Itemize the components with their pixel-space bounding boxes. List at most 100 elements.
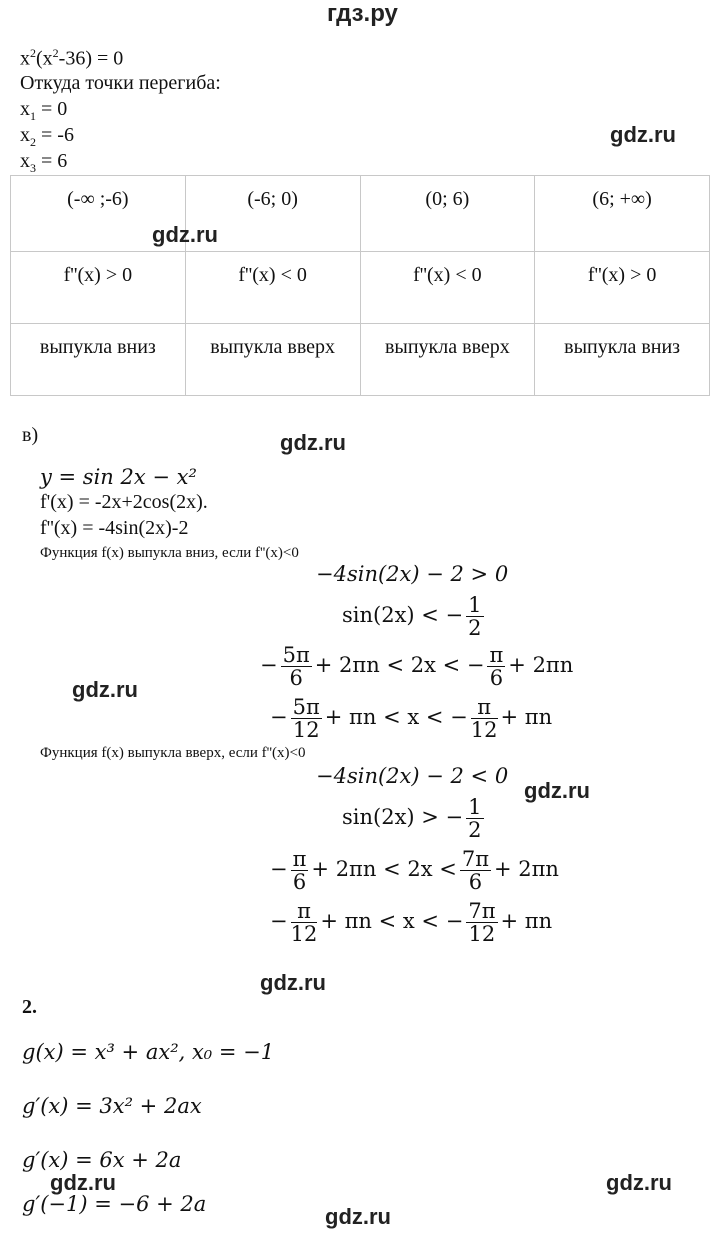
root-var: x [20, 98, 30, 120]
root-sub: 1 [30, 109, 36, 123]
eq-part-c: -36) = 0 [58, 47, 124, 70]
numerator: π [290, 847, 309, 871]
table-cell: f''(x) > 0 [534, 251, 710, 324]
table-cell: f''(x) < 0 [359, 251, 536, 324]
table-cell: (0; 6) [359, 175, 536, 252]
numerator: 7π [466, 899, 498, 923]
numerator: 5π [290, 695, 322, 719]
minus: − [260, 653, 278, 677]
minus: − [466, 653, 485, 677]
ineq-left: sin(2x) > − [342, 805, 464, 829]
g-second-derivative: g′(x) = 6x + 2a [22, 1148, 182, 1172]
table-cell: выпукла вниз [10, 323, 186, 396]
term: + πn [324, 705, 377, 729]
denominator: 2 [468, 616, 482, 640]
function-definition: y = sin 2x − x² [40, 465, 197, 489]
equation-line: x2(x2-36) = 0 [20, 46, 123, 71]
numerator: 1 [466, 795, 484, 819]
denominator: 12 [470, 718, 498, 742]
numerator: π [487, 643, 506, 667]
eq-part-b: (x [36, 47, 53, 70]
part-label: в) [22, 424, 39, 446]
numerator: 5π [280, 643, 312, 667]
convex-down-condition: Функция f(x) выпукла вниз, если f''(x)<0 [40, 545, 299, 561]
table-cell: f''(x) > 0 [10, 251, 186, 324]
minus: − [270, 705, 288, 729]
root-var: x [20, 150, 30, 172]
g-first-derivative: g′(x) = 3x² + 2ax [22, 1094, 202, 1118]
watermark: gdz.ru [524, 778, 590, 803]
root-sub: 3 [30, 161, 36, 175]
numerator: π [290, 900, 318, 923]
denominator: 6 [289, 666, 303, 690]
watermark: gdz.ru [280, 430, 346, 455]
table-cell: (6; +∞) [534, 175, 710, 252]
minus: − [450, 705, 468, 729]
watermark: gdz.ru [50, 1170, 116, 1195]
minus: − [270, 857, 288, 881]
denominator: 6 [489, 666, 504, 690]
watermark: gdz.ru [610, 122, 676, 147]
numerator: 7π [459, 847, 491, 871]
denominator: 2 [468, 818, 482, 842]
table-row: (-∞ ;-6) (-6; 0) (0; 6) (6; +∞) [10, 175, 710, 252]
term: < 2x < [383, 857, 457, 881]
watermark: gdz.ru [325, 1204, 391, 1229]
table-cell: выпукла вверх [359, 323, 536, 396]
first-derivative: f'(x) = -2x+2cos(2x). [40, 491, 208, 513]
table-row: f''(x) > 0 f''(x) < 0 f''(x) < 0 f''(x) … [10, 251, 710, 324]
root-1: x1 = 0 [20, 98, 67, 124]
watermark: gdz.ru [152, 222, 218, 247]
ineq-left: sin(2x) < − [342, 603, 464, 627]
denominator: 6 [468, 870, 483, 894]
root-sub: 2 [30, 135, 36, 149]
root-val: = 0 [36, 98, 68, 120]
site-header: гдз.ру [327, 0, 398, 27]
term: + πn [500, 705, 553, 729]
numerator: π [470, 696, 498, 719]
watermark: gdz.ru [260, 970, 326, 995]
convexity-table: (-∞ ;-6) (-6; 0) (0; 6) (6; +∞) f''(x) >… [10, 175, 710, 396]
watermark: gdz.ru [606, 1170, 672, 1195]
down-ineq-1: −4sin(2x) − 2 > 0 [316, 562, 509, 586]
denominator: 6 [292, 870, 307, 894]
term: + 2πn [314, 653, 380, 677]
term: + πn [500, 909, 553, 933]
root-var: x [20, 124, 30, 146]
term: + 2πn [494, 857, 559, 881]
denominator: 12 [468, 922, 496, 946]
term: + 2πn [311, 857, 377, 881]
exp-2a: 2 [30, 46, 36, 60]
minus: − [270, 909, 288, 933]
denominator: 12 [292, 718, 320, 742]
term: < x < [383, 705, 444, 729]
g-at-minus-one: g′(−1) = −6 + 2a [22, 1192, 207, 1216]
numerator: 1 [466, 593, 484, 617]
second-derivative: f''(x) = -4sin(2x)-2 [40, 517, 189, 539]
table-cell: выпукла вверх [184, 323, 361, 396]
root-3: x3 = 6 [20, 150, 67, 176]
watermark: gdz.ru [72, 677, 138, 702]
denominator: 12 [290, 922, 318, 946]
task-number: 2. [22, 996, 37, 1018]
root-2: x2 = -6 [20, 124, 74, 150]
table-cell: f''(x) < 0 [184, 251, 361, 324]
up-ineq-1: −4sin(2x) − 2 < 0 [316, 764, 509, 788]
root-val: = 6 [36, 150, 68, 172]
table-cell: (-6; 0) [184, 175, 361, 252]
minus: − [445, 909, 464, 933]
convex-up-condition: Функция f(x) выпукла вверх, если f''(x)<… [40, 745, 306, 761]
